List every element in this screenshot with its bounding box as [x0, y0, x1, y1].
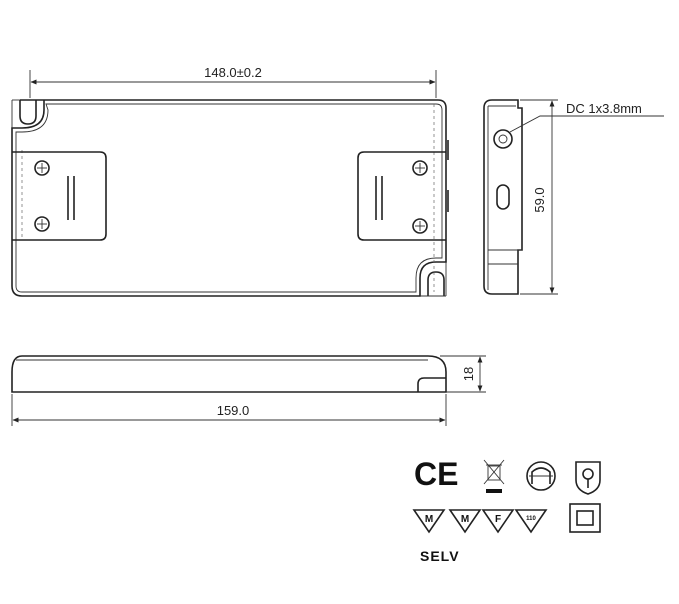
side-view: DC 1x3.8mm 59.0 [483, 99, 664, 295]
side-slot [496, 184, 510, 210]
selv-label: SELV [420, 548, 460, 564]
top-length-label: 148.0±0.2 [204, 65, 262, 80]
thermal-protection-icon [575, 461, 601, 495]
svg-text:110: 110 [526, 516, 536, 522]
svg-text:M: M [461, 514, 469, 525]
terminal-cover-right [357, 151, 446, 241]
svg-text:F: F [495, 514, 501, 525]
front-foot [417, 377, 446, 392]
housing-outline [11, 99, 447, 297]
housing-inner-rim [15, 103, 443, 293]
dc-connector-icon [493, 129, 513, 149]
screw-icon [34, 160, 50, 176]
top-view: 148.0±0.2 [11, 65, 449, 297]
triangle-m-icon: M [448, 509, 482, 534]
front-view: 18 159.0 [11, 355, 486, 426]
triangle-m-icon: M [412, 509, 446, 534]
mounting-slot-left [19, 100, 37, 125]
svg-text:M: M [425, 514, 433, 525]
connector-label: DC 1x3.8mm [566, 101, 642, 116]
triangle-f-icon: F [481, 509, 515, 534]
mounting-slot-right [427, 271, 445, 296]
weee-bin-icon [483, 459, 505, 493]
screw-icon [412, 160, 428, 176]
overall-length-label: 159.0 [217, 403, 250, 418]
screw-icon [34, 216, 50, 232]
certification-symbols: CE M M [412, 456, 601, 564]
screw-icon [412, 218, 428, 234]
triangle-110-icon: 110 [514, 509, 548, 534]
front-body-outline [11, 355, 447, 393]
thickness-label: 18 [461, 367, 476, 381]
short-circuit-proof-transformer-icon [526, 461, 556, 491]
ce-mark-icon: CE [414, 456, 458, 492]
terminal-cover-left [12, 151, 107, 241]
height-label: 59.0 [532, 187, 547, 212]
connector-leader [509, 115, 664, 133]
class-ii-double-insulation-icon [569, 503, 601, 533]
